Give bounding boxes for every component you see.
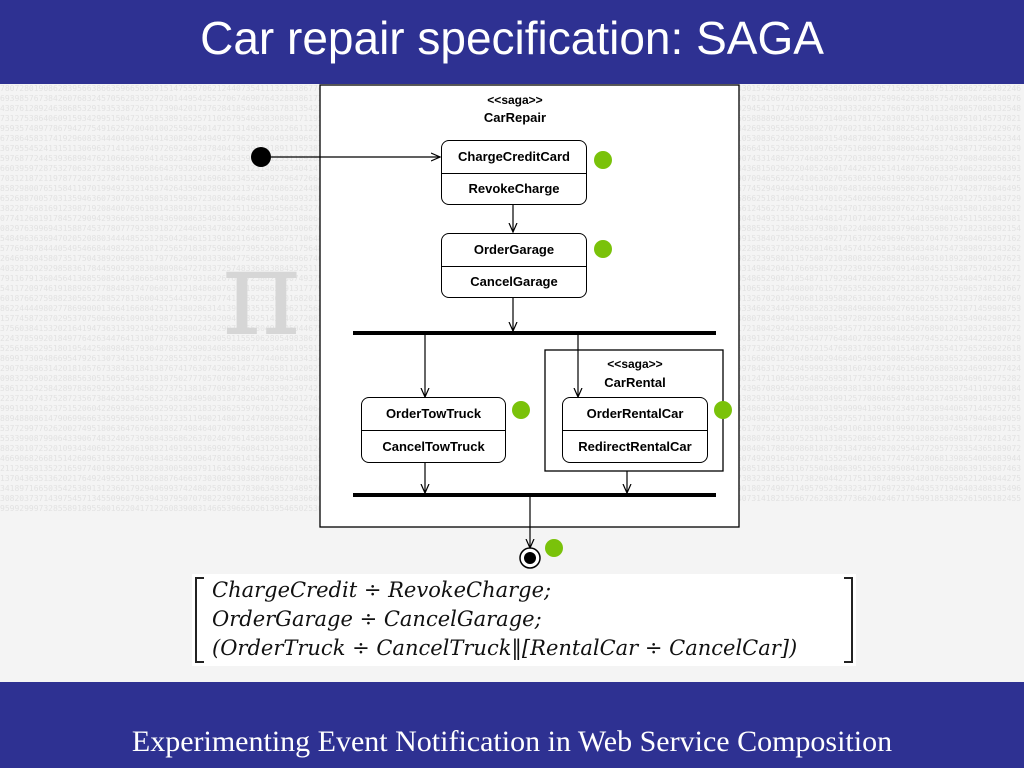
slide-title: Car repair specification: SAGA — [200, 12, 824, 64]
action-label: OrderGarage — [473, 242, 555, 257]
marker-towtruck — [512, 401, 530, 419]
activity-order-tow-truck: OrderTowTruck CancelTowTruck — [361, 397, 506, 463]
compensation-label: RevokeCharge — [468, 181, 560, 196]
outer-saga-name: CarRepair — [483, 110, 547, 125]
formula-line-3: (OrderTruck ÷ CancelTruck‖[RentalCar ÷ C… — [212, 636, 798, 660]
inner-saga-name: CarRental — [604, 375, 666, 390]
activity-order-garage: OrderGarage CancelGarage — [441, 233, 587, 298]
background-pi-symbol: π — [222, 224, 301, 363]
marker-rentalcar — [714, 401, 732, 419]
slide-header: Car repair specification: SAGA — [0, 0, 1024, 84]
formula-line-2: OrderGarage ÷ CancelGarage; — [212, 607, 542, 631]
activity-divider — [442, 265, 586, 267]
activity-divider — [563, 430, 707, 431]
action-label: OrderTowTruck — [385, 406, 482, 421]
activity-divider — [362, 430, 505, 431]
action-label: ChargeCreditCard — [458, 149, 570, 164]
initial-node — [251, 147, 271, 167]
final-node — [519, 547, 541, 569]
formula-line-1: ChargeCredit ÷ RevokeCharge; — [212, 578, 552, 602]
marker-charge — [594, 151, 612, 169]
slide-footer — [0, 682, 1024, 768]
saga-formula: ChargeCredit ÷ RevokeCharge; OrderGarage… — [192, 574, 856, 666]
join-bar — [353, 493, 716, 497]
action-label: OrderRentalCar — [586, 406, 684, 421]
formula-brackets — [195, 577, 853, 663]
outer-saga-stereotype: <<saga>> — [487, 93, 543, 107]
marker-garage — [594, 240, 612, 258]
compensation-label: CancelGarage — [470, 274, 558, 289]
compensation-label: RedirectRentalCar — [578, 439, 692, 454]
marker-final — [545, 539, 563, 557]
inner-saga-stereotype: <<saga>> — [607, 357, 663, 371]
footer-caption: Experimenting Event Notification in Web … — [131, 725, 893, 758]
fork-bar — [353, 331, 716, 335]
activity-charge-credit-card: ChargeCreditCard RevokeCharge — [441, 140, 587, 205]
compensation-label: CancelTowTruck — [382, 439, 485, 454]
activity-order-rental-car: OrderRentalCar RedirectRentalCar — [562, 397, 708, 463]
activity-divider — [442, 172, 586, 174]
green-markers — [512, 151, 732, 557]
